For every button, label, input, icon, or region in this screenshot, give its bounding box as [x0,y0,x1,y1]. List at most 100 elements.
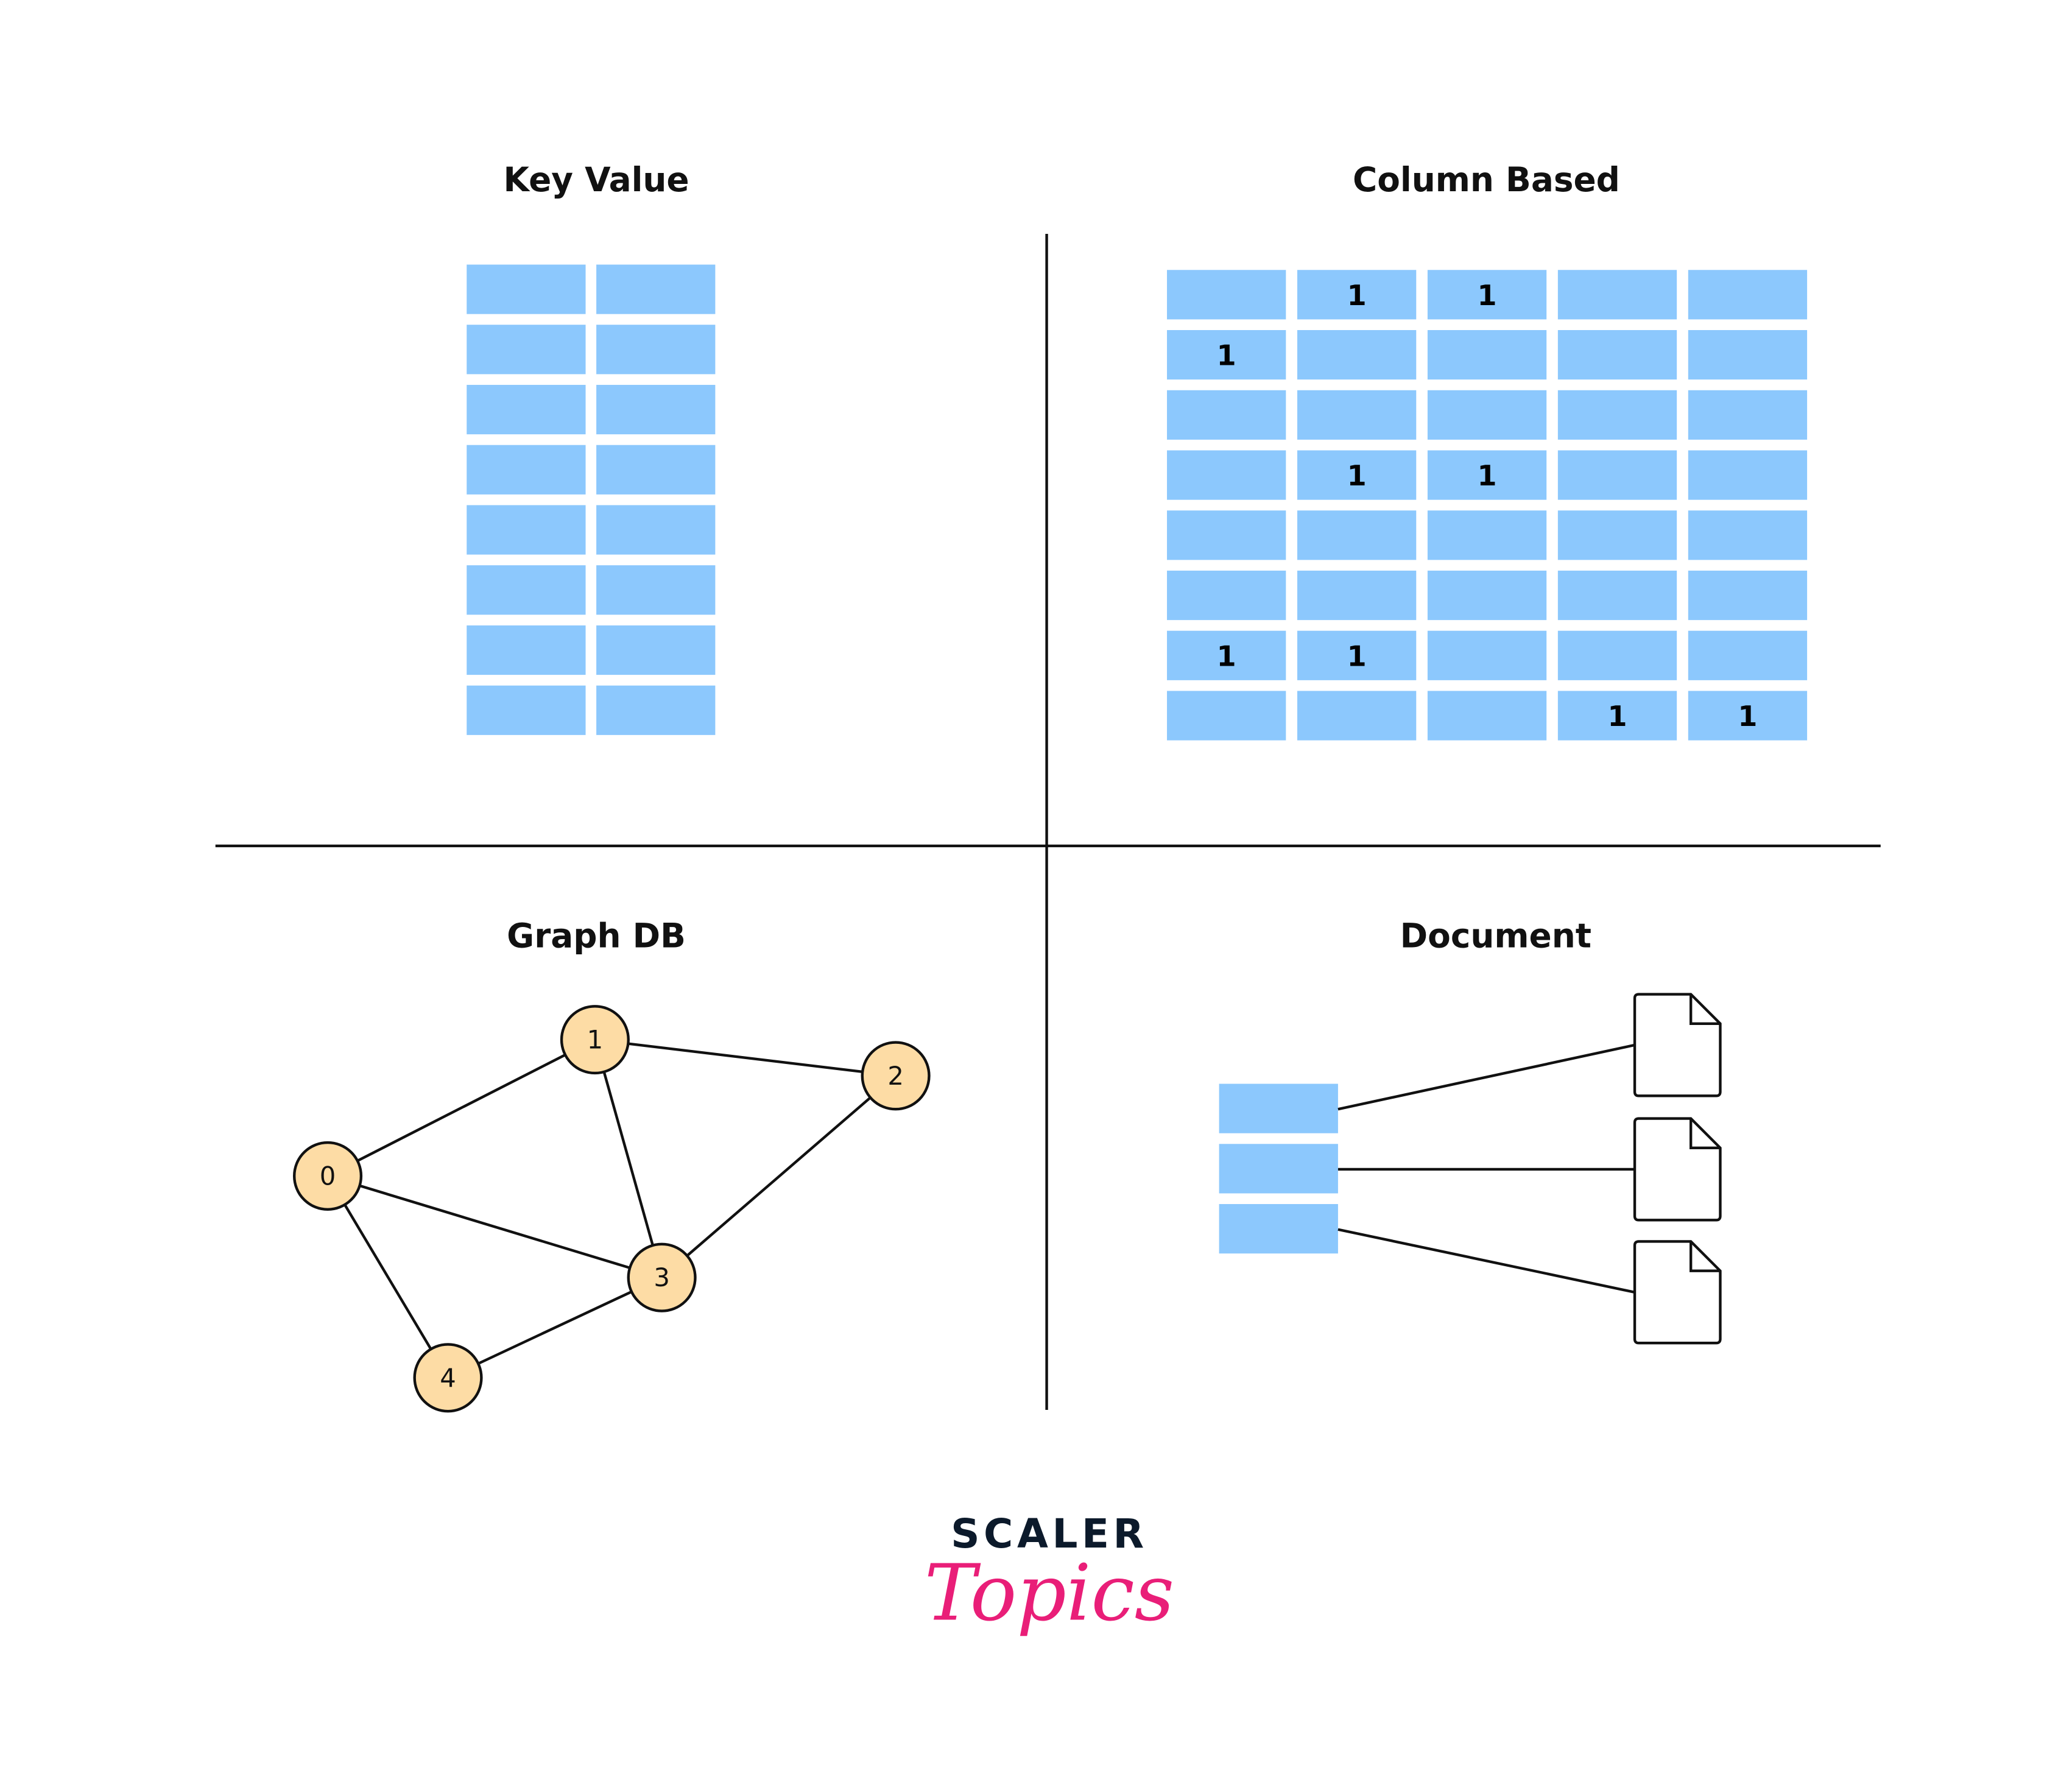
column-cell [1167,390,1286,440]
column-cell [1427,450,1547,500]
key-value-title: Key Value [504,160,689,199]
column-cell [1297,329,1417,380]
column-cell [1167,270,1286,320]
column-cell [1297,570,1417,621]
document-fold [1689,994,1721,1025]
column-cell [1297,510,1417,560]
column-cell [1688,450,1808,500]
cell-value: 1 [1738,700,1757,733]
column-based-title: Column Based [1353,160,1620,199]
document-fold [1689,1241,1721,1272]
column-cell [1557,450,1677,500]
column-cell [1167,510,1286,560]
graph-node-label: 4 [440,1363,456,1393]
document-icon [1633,1240,1722,1345]
graph-db-title: Graph DB [507,917,686,956]
key-cell [467,384,586,435]
cell-value: 1 [1478,459,1497,492]
value-cell [596,685,716,735]
document-title: Document [1400,917,1591,956]
document-link [1337,1043,1635,1111]
column-cell [1167,630,1286,680]
column-cell [1557,329,1677,380]
value-cell [596,264,716,314]
column-cell [1688,390,1808,440]
cell-value: 1 [1607,700,1627,733]
cell-value: 1 [1217,639,1236,672]
column-cell [1427,270,1547,320]
key-cell [467,445,586,495]
column-cell [1297,390,1417,440]
graph-node-label: 0 [320,1161,336,1191]
value-cell [596,325,716,375]
column-cell [1557,630,1677,680]
graph-node [627,1242,697,1312]
value-cell [596,565,716,615]
value-cell [596,445,716,495]
graph-node [560,1005,630,1075]
column-cell [1427,570,1547,621]
column-cell [1557,510,1677,560]
value-cell [596,505,716,555]
document-record [1219,1204,1338,1254]
graph-node-label: 3 [654,1263,670,1292]
column-cell [1688,691,1808,741]
column-cell [1557,270,1677,320]
column-cell [1297,450,1417,500]
value-cell [596,625,716,675]
key-cell [467,264,586,314]
cell-value: 1 [1347,459,1367,492]
graph-node-label: 2 [887,1061,904,1091]
column-cell [1688,270,1808,320]
logo-scaler-text: SCALER [951,1510,1148,1557]
column-cell [1167,691,1286,741]
key-cell [467,505,586,555]
column-cell [1167,450,1286,500]
logo-topics-text: Topics [925,1548,1174,1638]
column-cell [1297,270,1417,320]
cell-value: 1 [1347,279,1367,312]
column-cell [1427,691,1547,741]
column-cell [1427,390,1547,440]
document-fold [1689,1118,1721,1150]
column-cell [1557,570,1677,621]
cell-value: 1 [1347,639,1367,672]
graph-edge [327,1038,596,1177]
graph-node-label: 1 [587,1025,604,1055]
column-cell [1688,630,1808,680]
document-record [1219,1083,1338,1133]
graph-db-graph: 0 1 2 3 4 [292,1005,931,1413]
graph-node [861,1041,931,1111]
column-cell [1167,329,1286,380]
column-cell [1427,329,1547,380]
key-cell [467,325,586,375]
graph-edge [661,1074,897,1279]
column-cell [1557,390,1677,440]
graph-node [292,1141,363,1211]
column-cell [1557,691,1677,741]
graph-edge [327,1174,663,1279]
document-store [1219,993,1722,1345]
graph-edge [594,1038,896,1077]
key-cell [467,625,586,675]
column-cell [1688,570,1808,621]
graph-edge [593,1039,663,1278]
document-record [1219,1144,1338,1194]
document-link [1337,1228,1635,1294]
key-cell [467,685,586,735]
cell-value: 1 [1217,339,1236,372]
key-value-table [467,264,716,735]
document-icon [1633,1117,1722,1222]
column-cell [1427,510,1547,560]
column-cell [1688,329,1808,380]
column-cell [1427,630,1547,680]
column-cell [1297,691,1417,741]
column-cell [1688,510,1808,560]
graph-edge [447,1276,663,1379]
graph-node [413,1343,483,1413]
scaler-topics-logo: SCALER Topics [925,1510,1174,1638]
key-cell [467,565,586,615]
document-icon [1633,993,1722,1097]
graph-edge [326,1175,449,1379]
